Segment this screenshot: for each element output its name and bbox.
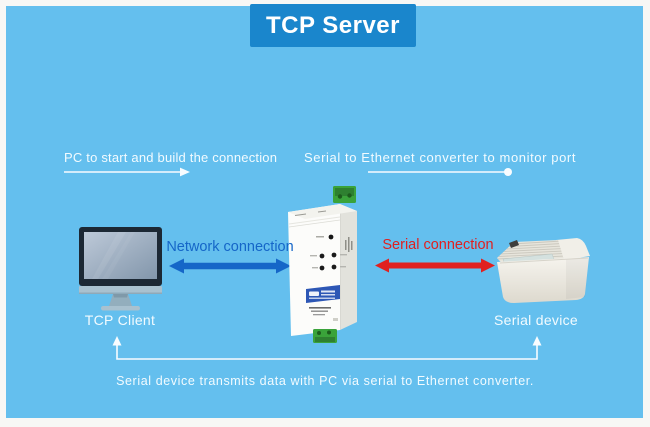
network-connection-label: Network connection	[166, 239, 294, 255]
serial-connection-label: Serial connection	[382, 237, 494, 253]
bottom-note: Serial device transmits data with PC via…	[116, 374, 534, 388]
page-title: TCP Server	[250, 4, 416, 47]
serial-device-label: Serial device	[493, 312, 579, 328]
annotation-pc-start: PC to start and build the connection	[64, 150, 278, 165]
annotation-converter-monitor: Serial to Ethernet converter to monitor …	[304, 150, 577, 165]
diagram-background	[6, 6, 643, 418]
tcp-client-label: TCP Client	[84, 312, 156, 328]
